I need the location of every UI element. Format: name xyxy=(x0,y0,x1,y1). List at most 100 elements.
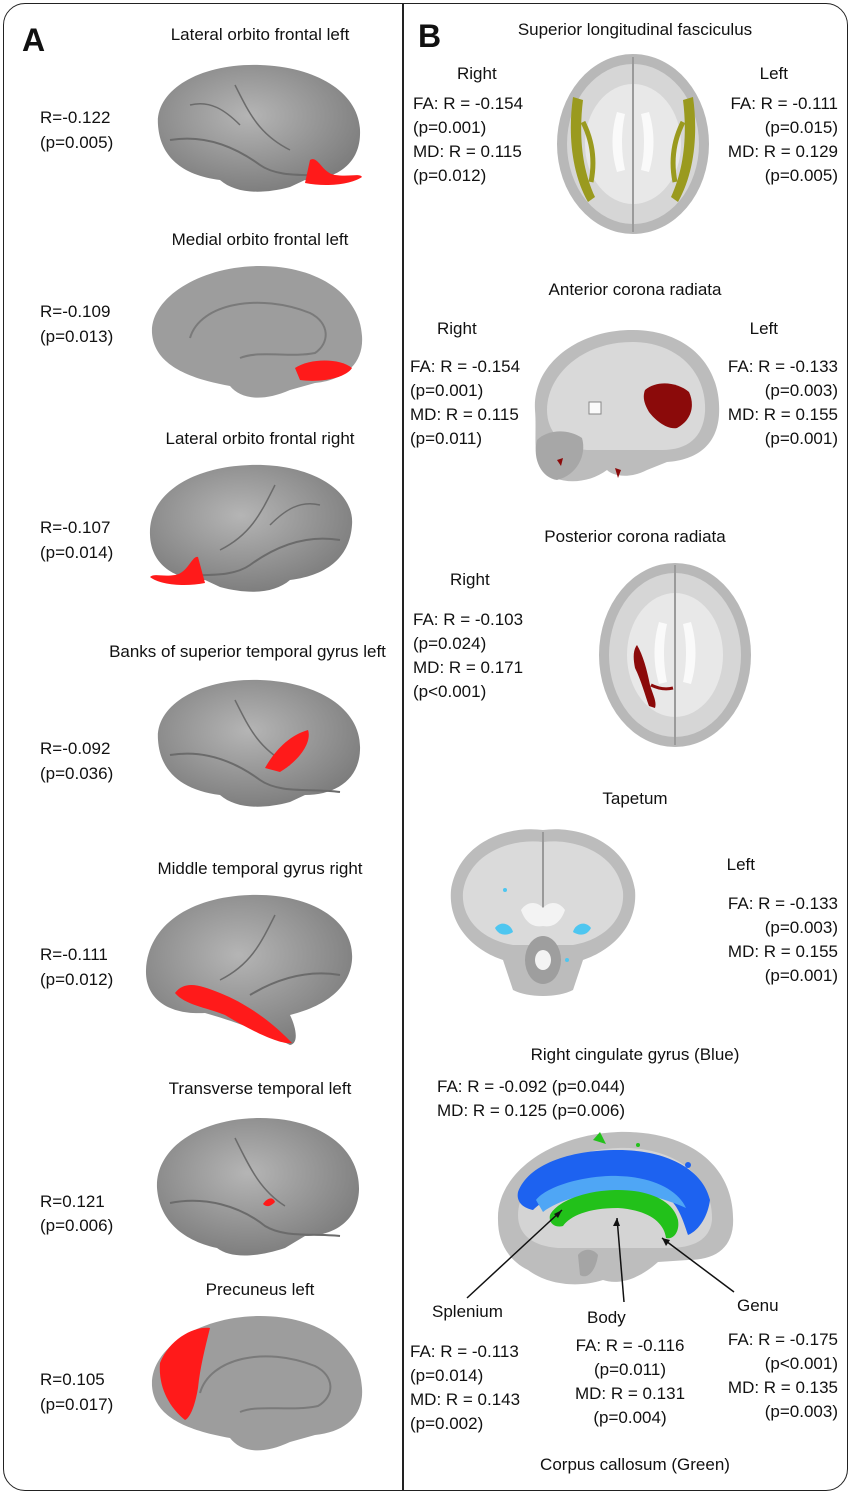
region-p-value: (p=0.006) xyxy=(40,1216,114,1235)
brain-transverse-temporal-left xyxy=(156,1118,360,1256)
highlight-region xyxy=(150,556,205,585)
genu-md-p-value: (p=0.003) xyxy=(764,1402,838,1421)
slf-tract-left xyxy=(671,97,696,202)
side-label-right: Right xyxy=(457,64,497,83)
splenium-md-p-value: (p=0.002) xyxy=(410,1414,484,1433)
region-title-middle-temporal-right: Middle temporal gyrus right xyxy=(157,859,363,878)
highlight-region xyxy=(159,1327,210,1420)
tract-title-pcr: Posterior corona radiata xyxy=(544,527,726,546)
axial-slice-slf xyxy=(557,54,709,234)
region-title-precuneus-left: Precuneus left xyxy=(205,1280,315,1299)
md-value: MD: R = 0.115 xyxy=(413,142,522,161)
side-label-left: Left xyxy=(726,855,755,874)
fa-value: FA: R = -0.133 xyxy=(727,894,838,913)
genu-fa-value: FA: R = -0.175 xyxy=(727,1330,838,1349)
region-p-value: (p=0.017) xyxy=(40,1395,114,1414)
tapetum-tract-right xyxy=(495,923,513,935)
md-p-value: (p<0.001) xyxy=(413,682,487,701)
tract-title-slf: Superior longitudinal fasciculus xyxy=(517,20,753,39)
panel-b-label: B xyxy=(418,18,442,54)
md-p-value: (p=0.012) xyxy=(413,166,487,185)
md-value: MD: R = 0.155 xyxy=(727,942,838,961)
splenium-fa-p-value: (p=0.014) xyxy=(410,1366,484,1385)
highlight-region xyxy=(265,730,309,772)
brain-precuneus-left xyxy=(151,1316,363,1451)
splenium-fa-value: FA: R = -0.113 xyxy=(410,1342,519,1361)
highlight-region xyxy=(263,1198,275,1207)
region-p-value: (p=0.005) xyxy=(40,133,114,152)
body-fa-p-value: (p=0.011) xyxy=(594,1360,666,1379)
region-p-value: (p=0.014) xyxy=(40,543,114,562)
region-title-lateral-orbito-frontal-right: Lateral orbito frontal right xyxy=(165,429,355,448)
cingulate-gyrus-region xyxy=(517,1150,710,1235)
region-title-medial-orbito-frontal-left: Medial orbito frontal left xyxy=(171,230,349,249)
tract-title-tapetum: Tapetum xyxy=(602,789,668,808)
genu-fa-p-value: (p<0.001) xyxy=(764,1354,838,1373)
md-value: MD: R = 0.129 xyxy=(727,142,838,161)
md-p-value: (p=0.001) xyxy=(764,429,838,448)
fa-value: FA: R = -0.154 xyxy=(413,94,524,113)
slf-tract-right xyxy=(570,97,595,202)
fa-p-value: (p=0.001) xyxy=(413,118,487,137)
splenium-label: Splenium xyxy=(432,1302,503,1321)
md-value: MD: R = 0.115 xyxy=(410,405,519,424)
fa-p-value: (p=0.003) xyxy=(764,381,838,400)
region-r-value: R=0.121 xyxy=(40,1192,105,1211)
side-label-right: Right xyxy=(437,319,477,338)
region-r-value: R=-0.092 xyxy=(40,739,111,758)
side-label-left: Left xyxy=(749,319,778,338)
side-label-left: Left xyxy=(759,64,788,83)
md-p-value: (p=0.011) xyxy=(410,429,482,448)
panel-a-label: A xyxy=(22,22,46,58)
highlight-region xyxy=(295,360,352,381)
md-value: MD: R = 0.171 xyxy=(413,658,524,677)
figure-frame xyxy=(3,3,848,1491)
tract-title-cingulate: Right cingulate gyrus (Blue) xyxy=(530,1045,740,1064)
fa-p-value: (p=0.024) xyxy=(413,634,487,653)
highlight-region xyxy=(305,159,362,185)
region-title-transverse-temporal-left: Transverse temporal left xyxy=(168,1079,352,1098)
region-title-banks-superior-temporal-left: Banks of superior temporal gyrus left xyxy=(109,642,386,661)
corpus-callosum-region xyxy=(549,1190,679,1239)
splenium-pointer xyxy=(466,1209,563,1299)
coronal-slice-tapetum xyxy=(450,829,636,996)
brain-medial-orbito-frontal-left xyxy=(151,266,363,398)
brain-middle-temporal-right xyxy=(145,894,353,1045)
cingulate-fa-value: FA: R = -0.092 (p=0.044) xyxy=(437,1077,626,1096)
brain-lateral-orbito-frontal-right xyxy=(149,464,353,592)
sagittal-slice-acr xyxy=(534,330,720,482)
body-fa-value: FA: R = -0.116 xyxy=(575,1336,685,1355)
genu-md-value: MD: R = 0.135 xyxy=(727,1378,838,1397)
region-p-value: (p=0.036) xyxy=(40,764,114,783)
tract-title-acr: Anterior corona radiata xyxy=(548,280,722,299)
body-md-p-value: (p=0.004) xyxy=(593,1408,667,1427)
pcr-tract xyxy=(633,645,656,708)
region-r-value: R=0.105 xyxy=(40,1370,105,1389)
fa-p-value: (p=0.015) xyxy=(764,118,838,137)
brain-lateral-orbito-frontal-left xyxy=(157,64,362,192)
fa-p-value: (p=0.003) xyxy=(764,918,838,937)
pointer-lines xyxy=(466,1209,735,1303)
region-p-value: (p=0.012) xyxy=(40,970,114,989)
region-r-value: R=-0.111 xyxy=(40,945,108,964)
body-md-value: MD: R = 0.131 xyxy=(574,1384,686,1403)
cingulate-md-value: MD: R = 0.125 (p=0.006) xyxy=(437,1101,626,1120)
md-p-value: (p=0.001) xyxy=(764,966,838,985)
fa-value: FA: R = -0.103 xyxy=(413,610,524,629)
splenium-md-value: MD: R = 0.143 xyxy=(410,1390,521,1409)
region-title-lateral-orbito-frontal-left: Lateral orbito frontal left xyxy=(170,25,350,44)
side-label-right: Right xyxy=(450,570,490,589)
fa-p-value: (p=0.001) xyxy=(410,381,484,400)
body-pointer xyxy=(616,1217,625,1303)
genu-label: Genu xyxy=(737,1296,779,1315)
md-value: MD: R = 0.155 xyxy=(727,405,838,424)
region-r-value: R=-0.122 xyxy=(40,108,111,127)
genu-pointer xyxy=(661,1237,735,1293)
region-r-value: R=-0.107 xyxy=(40,518,111,537)
body-label: Body xyxy=(587,1308,626,1327)
highlight-region xyxy=(175,985,292,1044)
axial-slice-pcr xyxy=(599,563,751,747)
fa-value: FA: R = -0.154 xyxy=(410,357,521,376)
tapetum-tract-left xyxy=(573,923,591,935)
corpus-callosum-title: Corpus callosum (Green) xyxy=(540,1455,730,1474)
